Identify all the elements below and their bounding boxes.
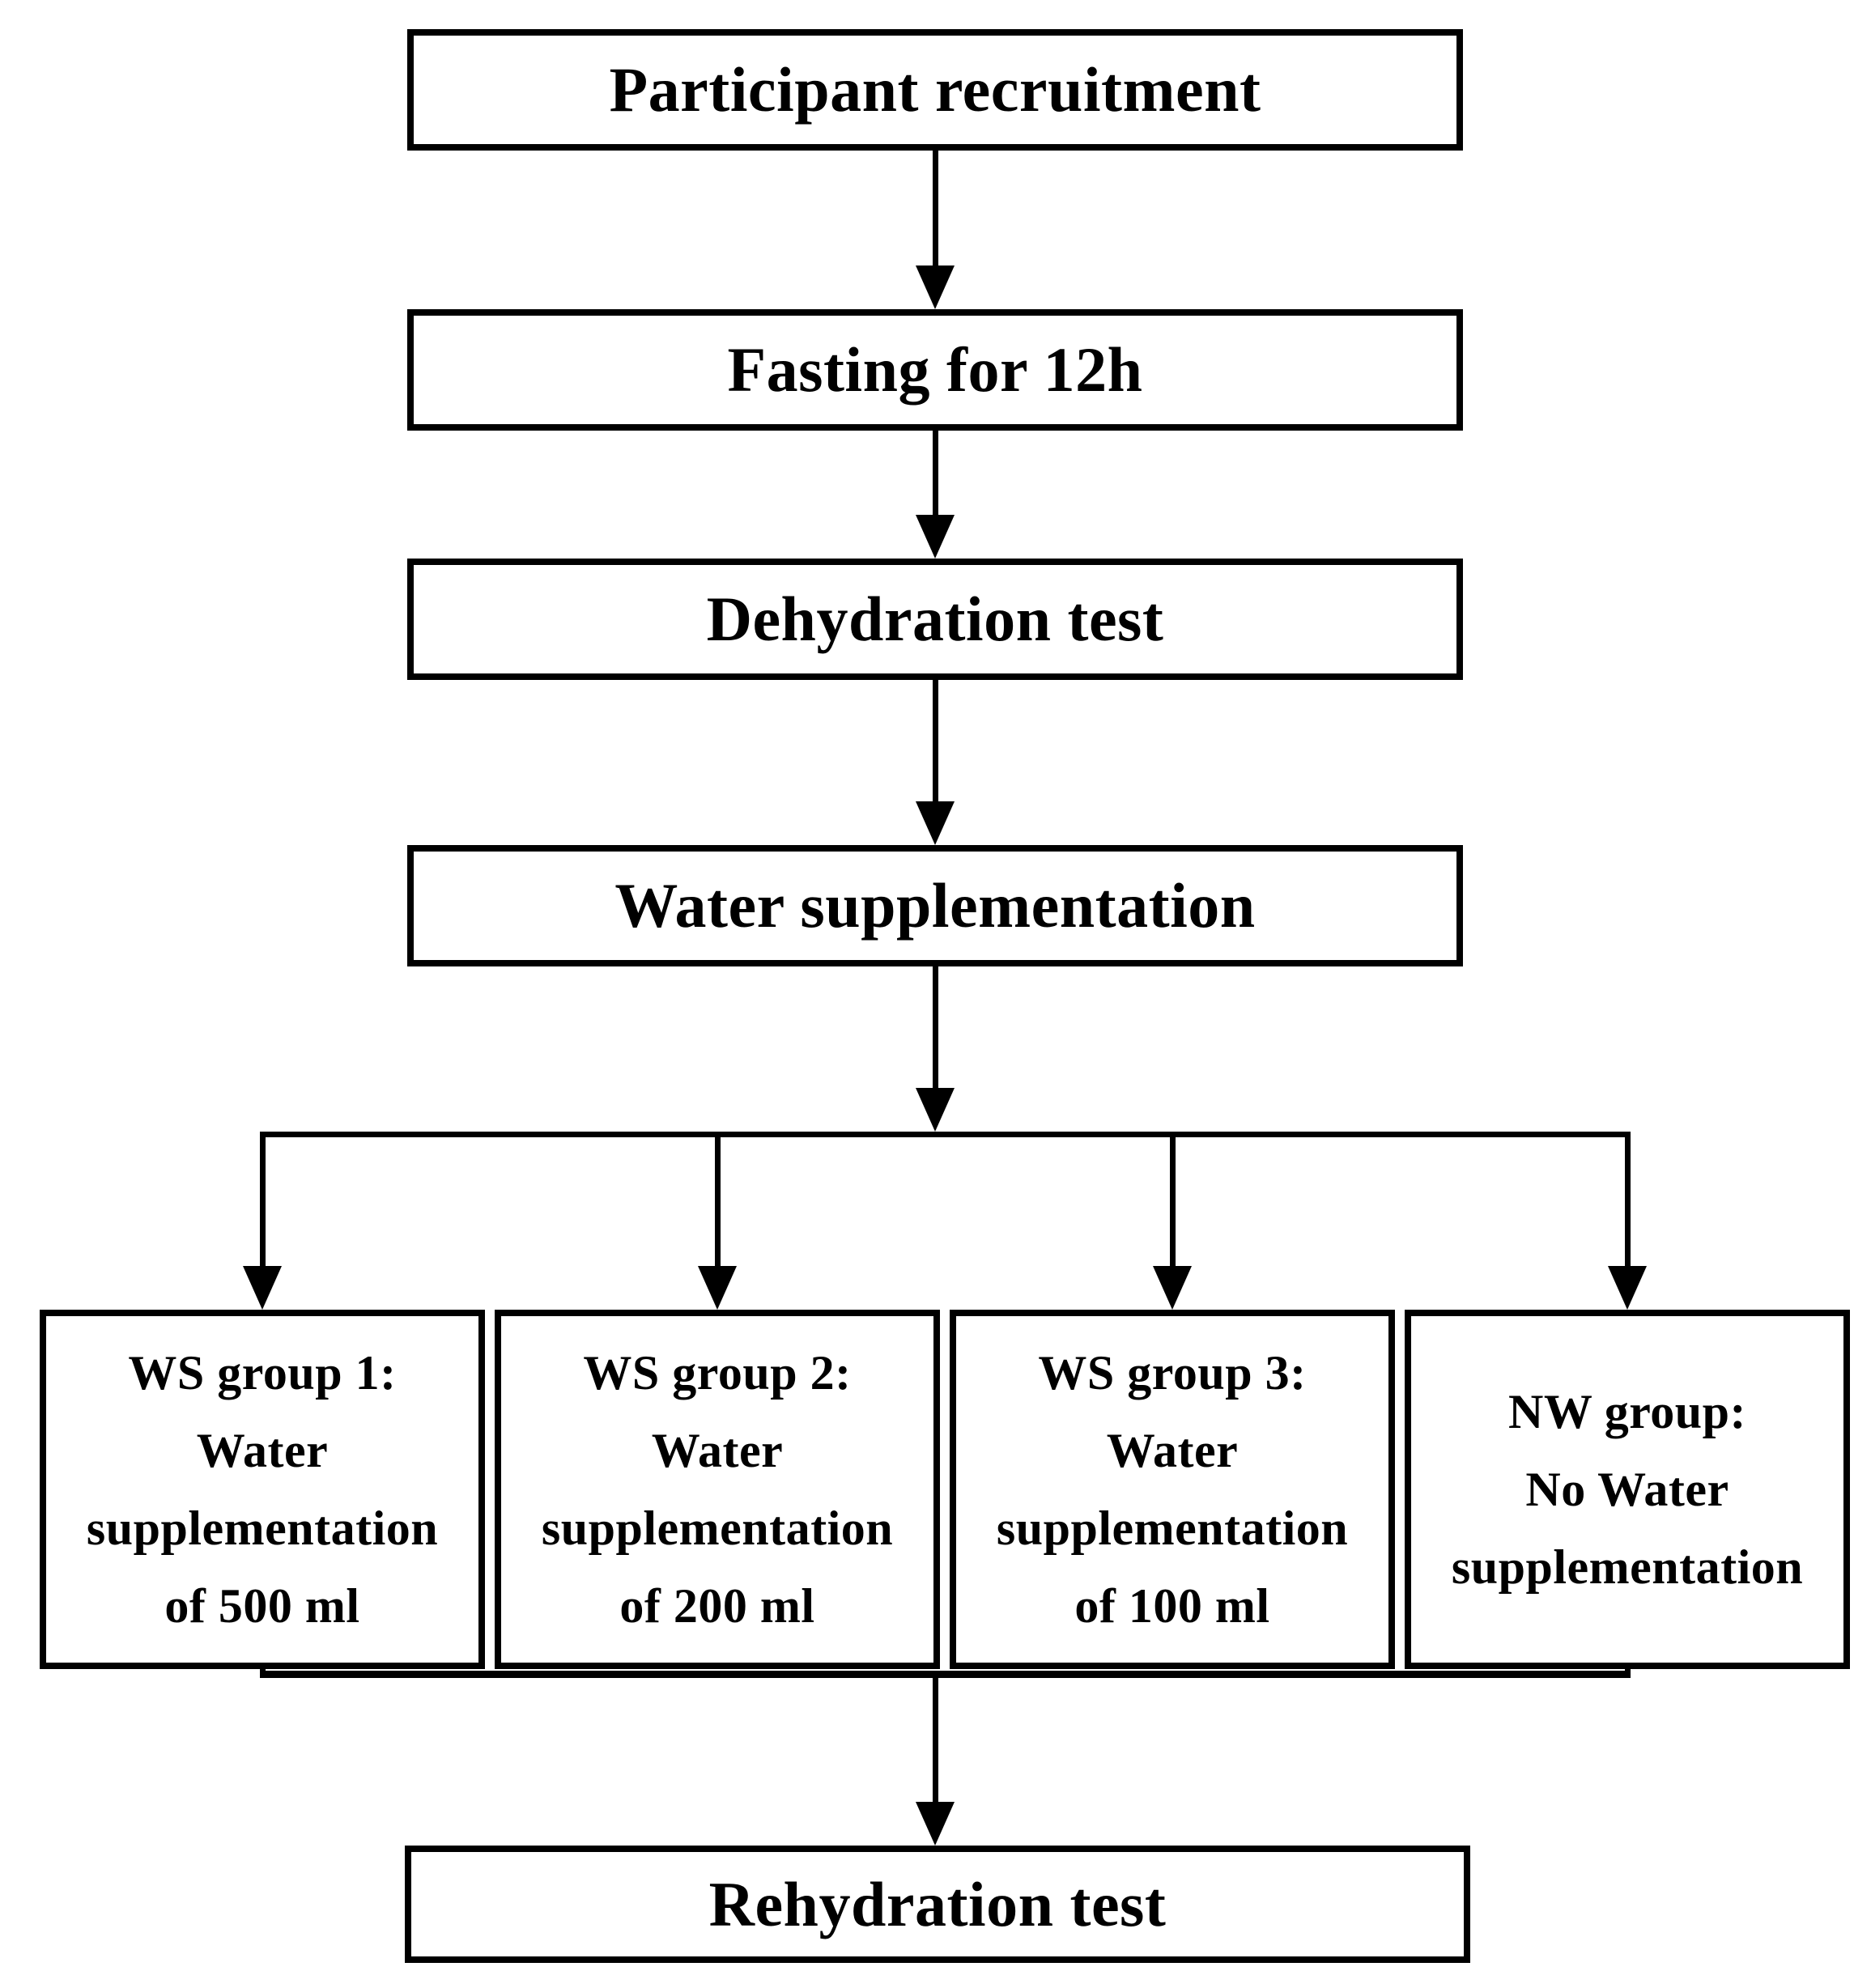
node-water-supplementation: Water supplementation [407,845,1463,966]
arrow-converge-to-rehydration-stem [933,1678,938,1806]
node-ws-group-1-label: WS group 1: Water supplementation of 500… [86,1346,439,1633]
arrow-branch-to-ws2-head-icon [698,1266,737,1310]
arrow-watersupp-to-branch-stem [933,966,938,1090]
arrow-branch-to-ws2-stem [715,1132,721,1269]
node-rehydration-test-label: Rehydration test [708,1868,1167,1939]
arrow-branch-to-ws1-stem [260,1132,266,1269]
node-water-supplementation-label: Water supplementation [614,870,1256,941]
arrow-watersupp-to-branch-head-icon [916,1088,955,1132]
arrow-fasting-to-dehydration-head-icon [916,515,955,559]
node-participant-recruitment-label: Participant recruitment [609,54,1261,125]
arrow-recruitment-to-fasting-head-icon [916,265,955,309]
node-fasting-12h: Fasting for 12h [407,309,1463,431]
node-ws-group-3: WS group 3: Water supplementation of 100… [950,1310,1395,1669]
arrow-converge-to-rehydration-head-icon [916,1802,955,1846]
arrow-branch-to-nw-head-icon [1608,1266,1647,1310]
arrow-dehydration-to-watersupp-head-icon [916,801,955,845]
arrow-fasting-to-dehydration-stem [933,431,938,518]
node-dehydration-test: Dehydration test [407,559,1463,680]
arrow-branch-to-ws3-head-icon [1153,1266,1192,1310]
node-nw-group-label: NW group: No Water supplementation [1451,1385,1804,1594]
node-rehydration-test: Rehydration test [405,1846,1470,1963]
node-participant-recruitment: Participant recruitment [407,29,1463,151]
node-ws-group-1: WS group 1: Water supplementation of 500… [40,1310,485,1669]
node-fasting-12h-label: Fasting for 12h [727,334,1143,406]
branch-distribution-line [262,1132,1631,1137]
node-ws-group-3-label: WS group 3: Water supplementation of 100… [996,1346,1349,1633]
node-ws-group-2-label: WS group 2: Water supplementation of 200… [541,1346,894,1633]
node-nw-group: NW group: No Water supplementation [1405,1310,1850,1669]
node-dehydration-test-label: Dehydration test [706,584,1164,655]
node-ws-group-2: WS group 2: Water supplementation of 200… [495,1310,940,1669]
arrow-dehydration-to-watersupp-stem [933,680,938,803]
arrow-recruitment-to-fasting-stem [933,151,938,269]
arrow-branch-to-nw-stem [1625,1132,1631,1269]
arrow-branch-to-ws3-stem [1170,1132,1176,1269]
converge-line [260,1671,1631,1678]
arrow-branch-to-ws1-head-icon [243,1266,282,1310]
